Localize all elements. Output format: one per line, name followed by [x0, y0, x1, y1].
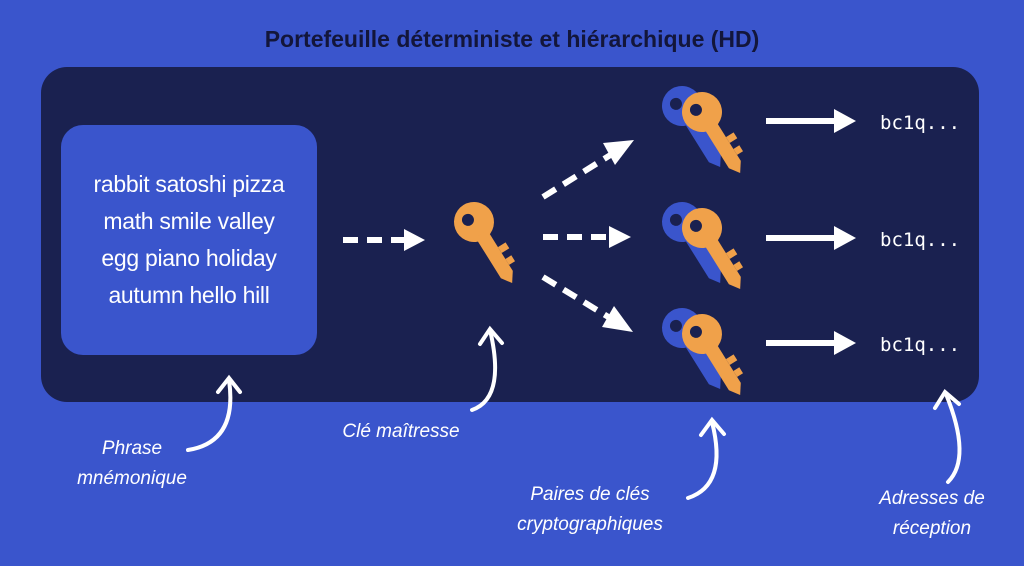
- receiving-address: bc1q...: [880, 334, 961, 356]
- curved-arrow-icon: [186, 374, 242, 452]
- key-pair-icon: [654, 194, 757, 299]
- receiving-addresses-label: Adresses de réception: [879, 488, 985, 539]
- curved-arrow-icon: [933, 388, 962, 484]
- dashed-arrow-icon: [541, 274, 633, 332]
- master-key-label: Clé maîtresse: [342, 421, 460, 442]
- curved-arrow-icon: [686, 416, 726, 500]
- receiving-address: bc1q...: [880, 112, 961, 134]
- receiving-address: bc1q...: [880, 229, 961, 251]
- mnemonic-line: math smile valley: [103, 208, 275, 234]
- diagram-title: Portefeuille déterministe et hiérarchiqu…: [264, 26, 760, 52]
- dashed-arrow-icon: [541, 140, 634, 200]
- key-pairs-label: Paires de clés cryptographiques: [517, 484, 663, 535]
- arrow-icon: [766, 226, 856, 250]
- curved-arrow-icon: [470, 325, 504, 412]
- mnemonic-line: egg piano holiday: [101, 245, 277, 271]
- dashed-arrow-icon: [343, 229, 425, 251]
- dashed-arrow-icon: [543, 226, 631, 248]
- mnemonic-line: rabbit satoshi pizza: [93, 171, 285, 197]
- arrow-icon: [766, 109, 856, 133]
- key-pair-icon: [654, 300, 757, 405]
- mnemonic-phrase-label: Phrase mnémonique: [77, 438, 187, 489]
- arrow-icon: [766, 331, 856, 355]
- master-key-icon: [446, 194, 530, 294]
- key-pair-icon: [654, 78, 757, 183]
- mnemonic-phrase-box: rabbit satoshi pizza math smile valley e…: [61, 125, 317, 355]
- mnemonic-line: autumn hello hill: [108, 282, 270, 308]
